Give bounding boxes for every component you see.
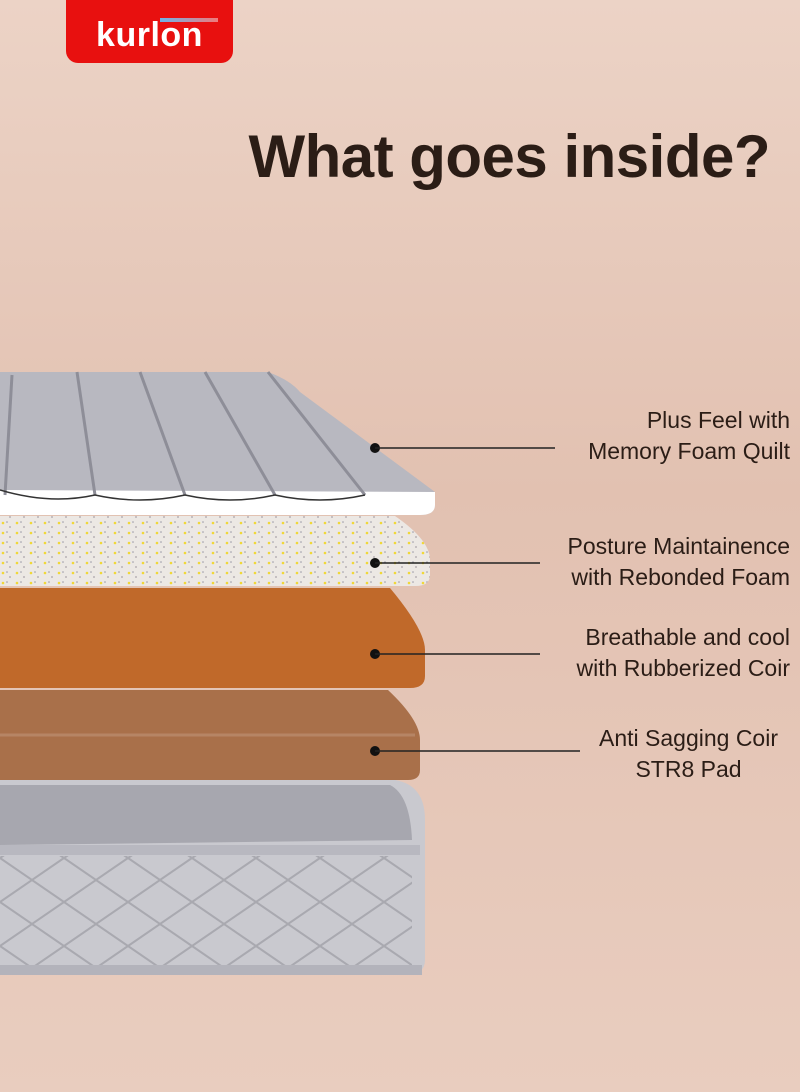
rebonded-foam-layer [0, 516, 430, 586]
label-line1: Posture Maintainence [567, 533, 790, 559]
leader-lines [370, 443, 580, 756]
logo-text: kurlon [96, 16, 203, 54]
label-line1: Anti Sagging Coir [599, 725, 778, 751]
layer-label-rebonded-foam: Posture Maintainence with Rebonded Foam [568, 531, 790, 593]
page-title: What goes inside? [248, 123, 770, 190]
rubberized-coir-layer [0, 588, 425, 688]
layer-label-rubberized-coir: Breathable and cool with Rubberized Coir [577, 622, 790, 684]
label-line1: Breathable and cool [585, 624, 790, 650]
label-line2: STR8 Pad [635, 756, 742, 782]
logo-accent-bar [160, 18, 218, 22]
label-line2: Memory Foam Quilt [588, 438, 790, 464]
memory-foam-quilt-layer [0, 371, 435, 515]
kurlon-logo: kurlon [66, 0, 233, 63]
label-line2: with Rebonded Foam [571, 564, 790, 590]
layer-label-quilt: Plus Feel with Memory Foam Quilt [588, 405, 790, 467]
mattress-base [0, 780, 425, 975]
label-line2: with Rubberized Coir [576, 655, 790, 681]
label-line1: Plus Feel with [646, 407, 790, 433]
layer-label-coir-pad: Anti Sagging Coir STR8 Pad [599, 723, 778, 785]
